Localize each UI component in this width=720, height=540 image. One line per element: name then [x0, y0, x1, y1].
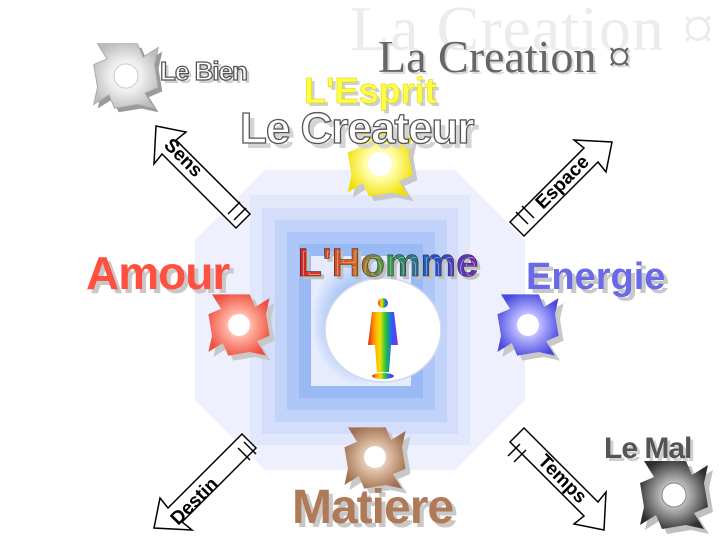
arrow-espace	[508, 139, 613, 238]
label-amour: Amour	[86, 247, 230, 299]
label-temps: Temps	[533, 451, 590, 508]
esprit-symbol-icon	[347, 131, 418, 202]
arrow-sens	[153, 125, 252, 230]
arrow-destin	[153, 432, 258, 531]
human-figure-icon	[368, 298, 398, 379]
label-le-bien: Le Bien	[159, 55, 248, 86]
matiere-symbol-icon	[344, 427, 411, 494]
mal-symbol-icon	[640, 461, 713, 534]
label-le-mal: Le Mal	[604, 432, 692, 465]
energie-symbol-icon	[497, 294, 564, 361]
page-title: La Creation ¤	[378, 31, 631, 82]
title-echo: La Creation ¤	[350, 0, 715, 64]
label-homme: L'Homme	[298, 241, 479, 285]
label-createur: Le Createur	[239, 103, 475, 153]
amour-symbol-icon	[208, 294, 275, 361]
label-esprit: L'Esprit	[304, 70, 437, 112]
label-energie: Energie	[526, 256, 666, 298]
label-espace: Espace	[532, 152, 594, 214]
label-matiere: Matiere	[292, 481, 454, 534]
arrow-temps	[507, 426, 607, 531]
bien-symbol-icon	[93, 43, 163, 113]
